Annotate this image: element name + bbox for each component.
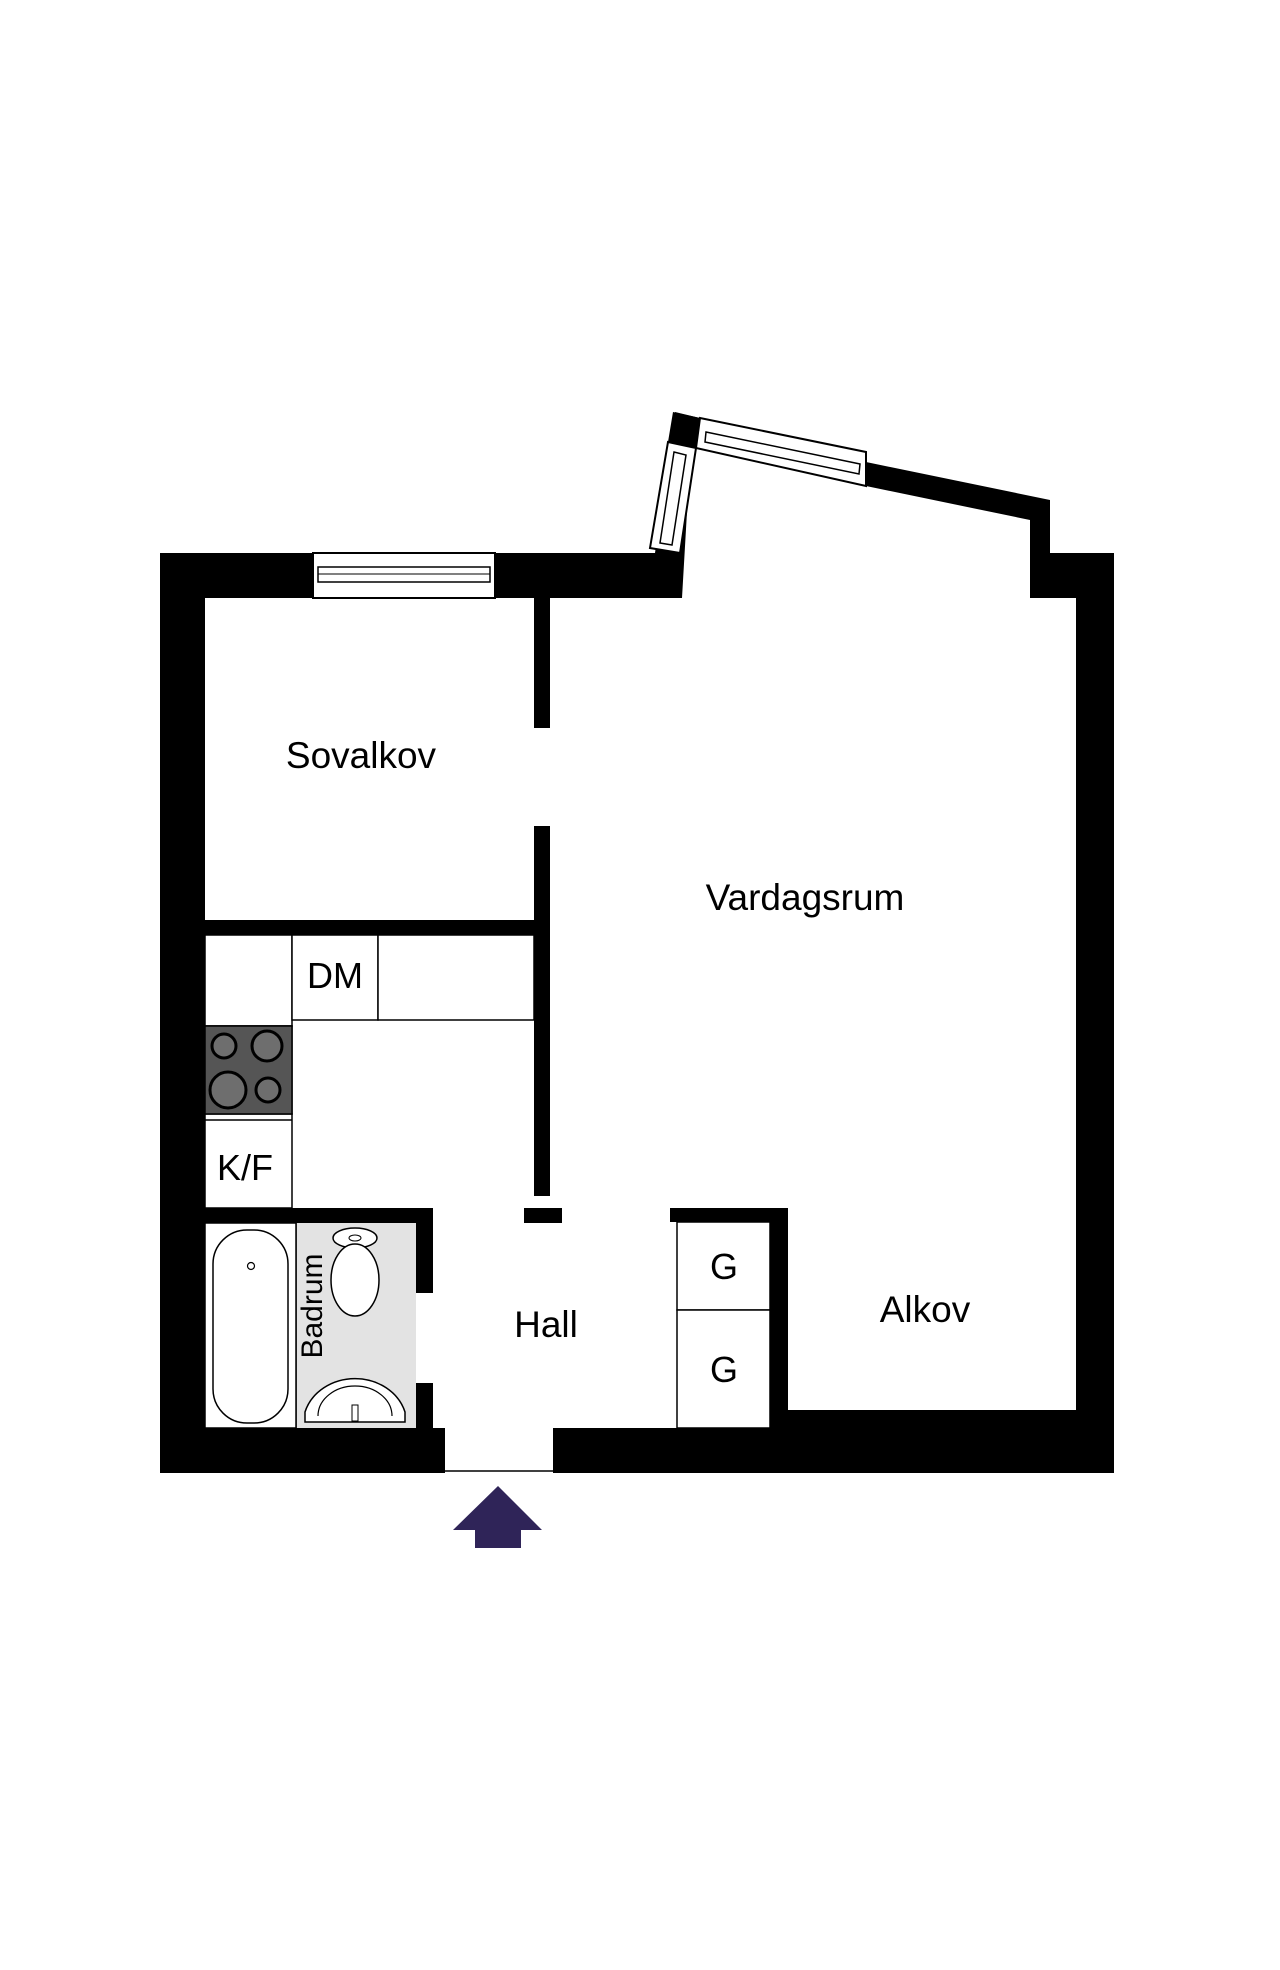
wall-right (1076, 553, 1114, 1473)
wall-closet-right (770, 1208, 788, 1428)
wall-hall-stub (524, 1208, 562, 1223)
interior-walls (205, 598, 788, 1428)
bathtub-icon (204, 1222, 297, 1429)
wall-sovalkov-kitchen (205, 920, 550, 935)
wall-bottom-left (160, 1428, 445, 1473)
wall-closet-top (670, 1208, 788, 1222)
wall-left (160, 553, 205, 1473)
window-sovalkov (312, 552, 496, 599)
room-label-vardagsrum: Vardagsrum (706, 877, 905, 918)
toilet-icon (330, 1227, 380, 1317)
wall-bath-right-bottom (416, 1383, 433, 1428)
fixture-label-kf: K/F (217, 1147, 273, 1188)
entrance-door (445, 1428, 553, 1473)
room-label-sovalkov: Sovalkov (286, 735, 437, 776)
room-label-badrum: Badrum (296, 1253, 329, 1358)
wall-bath-right-top (416, 1208, 433, 1293)
wall-alkov-bottom (786, 1410, 1114, 1473)
wall-top-left (160, 553, 313, 598)
stove-icon (204, 1025, 293, 1115)
room-label-hall: Hall (514, 1304, 578, 1345)
wall-sovalkov-upper (534, 598, 550, 728)
wall-top-middle (495, 553, 655, 598)
fixture-label-dm: DM (307, 955, 363, 996)
wall-bath-top (205, 1208, 433, 1223)
fixture-label-g2: G (710, 1349, 738, 1390)
window-bay-top (694, 416, 867, 488)
exterior-walls (160, 412, 1114, 1473)
room-label-alkov: Alkov (880, 1289, 971, 1330)
window-bay-side (648, 440, 698, 555)
wall-sovalkov-lower (534, 826, 550, 1196)
entrance-arrow-icon (453, 1486, 542, 1548)
fixture-label-g1: G (710, 1246, 738, 1287)
wall-bay-post (668, 412, 700, 448)
wardrobes (676, 1221, 771, 1429)
sink-icon (304, 1377, 406, 1423)
wall-diagonal (866, 462, 1050, 560)
